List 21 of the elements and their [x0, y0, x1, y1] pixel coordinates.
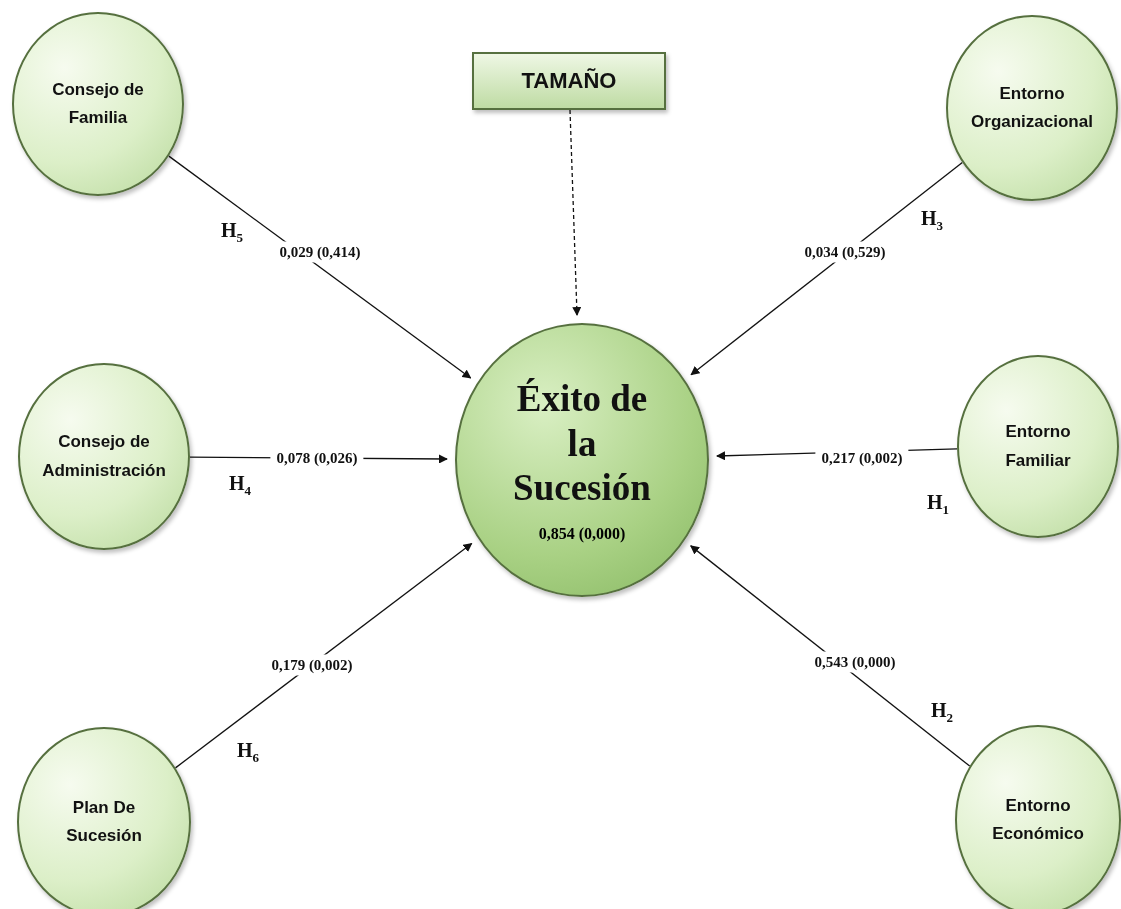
- hypothesis-label: H$_{1}$: [926, 490, 950, 518]
- node-label: Entorno Familiar: [1004, 421, 1072, 472]
- moderator-box: [472, 52, 666, 110]
- hypothesis-label: H$_{6}$: [236, 738, 260, 766]
- hypothesis-label: H$_{5}$: [220, 218, 244, 246]
- node-label: Entorno Organizacional: [970, 82, 1094, 133]
- coefficient-label: 0,854 (0,000): [538, 524, 626, 543]
- arrow: [690, 161, 963, 376]
- node-label: Éxito de la Sucesión: [512, 377, 652, 511]
- hypothesis-label: H$_{3}$: [920, 206, 944, 234]
- hypothesis-label: H$_{4}$: [228, 471, 252, 499]
- node-label: Plan De Sucesión: [65, 796, 143, 847]
- arrow: [168, 155, 472, 379]
- arrow: [174, 542, 473, 769]
- node-label: Entorno Económico: [991, 794, 1085, 845]
- hypothesis-label: H$_{2}$: [930, 698, 954, 726]
- node-label: TAMAÑO: [521, 67, 617, 95]
- node-label: Consejo de Administración: [41, 431, 167, 482]
- dashed-arrow: [569, 109, 582, 316]
- node-label: Consejo de Familia: [51, 78, 145, 129]
- edge-label: 0,217 (0,002): [815, 447, 909, 469]
